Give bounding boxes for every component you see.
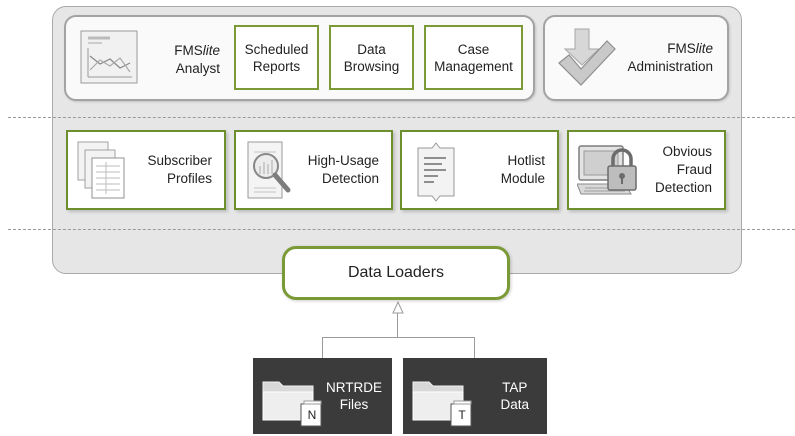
hotlist-line1: Hotlist: [507, 153, 545, 168]
documents-icon: [77, 141, 125, 199]
analyst-tile[interactable]: FMSlite Analyst: [78, 28, 228, 92]
tap-line2: Data: [500, 397, 529, 412]
obvious-fraud-detection-module[interactable]: Obvious Fraud Detection: [567, 130, 726, 210]
dashed-separator-lower: [8, 229, 795, 230]
subscriber-profiles-module[interactable]: Subscriber Profiles: [66, 130, 226, 210]
subscriber-profiles-line1: Subscriber: [147, 153, 212, 168]
tap-data-source[interactable]: T TAP Data: [403, 358, 547, 434]
high-usage-detection-module[interactable]: High-Usage Detection: [234, 130, 393, 210]
fraud-line3: Detection: [654, 180, 712, 195]
nrtrde-badge: N: [307, 407, 317, 422]
computer-lock-icon: [577, 145, 637, 195]
analyst-fms: FMS: [174, 43, 203, 58]
fraud-line2: Fraud: [676, 162, 712, 177]
magnifier-document-icon: [247, 141, 291, 199]
arrow-up-icon: [392, 301, 404, 314]
folder-icon: [262, 381, 322, 427]
analyst-label: Analyst: [175, 61, 220, 76]
subscriber-profiles-line2: Profiles: [166, 171, 212, 186]
case-management-line2: Management: [434, 58, 513, 74]
hotlist-document-icon: [417, 142, 455, 202]
data-browsing-line2: Browsing: [343, 58, 400, 74]
connector-right: [474, 337, 475, 358]
tap-line1: TAP: [502, 380, 528, 395]
connector-horizontal: [322, 337, 475, 338]
case-management-line1: Case: [457, 41, 490, 57]
high-usage-line2: Detection: [321, 171, 379, 186]
admin-fms: FMS: [667, 41, 696, 56]
nrtrde-files-source[interactable]: N NRTRDE Files: [253, 358, 392, 434]
hotlist-line2: Module: [500, 171, 545, 186]
scheduled-reports-line1: Scheduled: [244, 41, 309, 57]
connector-vertical: [397, 312, 398, 338]
analyst-lite: lite: [202, 43, 220, 58]
connector-left: [322, 337, 323, 358]
scheduled-reports-line2: Reports: [252, 58, 301, 74]
data-loaders-label: Data Loaders: [347, 264, 445, 281]
fraud-line1: Obvious: [662, 144, 712, 159]
data-loaders-box[interactable]: Data Loaders: [282, 246, 510, 300]
check-arrow-icon: [558, 28, 616, 86]
admin-lite: lite: [695, 41, 713, 56]
nrtrde-line1: NRTRDE: [325, 380, 382, 395]
hotlist-module[interactable]: Hotlist Module: [400, 130, 559, 210]
dashed-separator-upper: [8, 117, 795, 118]
chart-icon: [80, 30, 138, 84]
data-browsing-line1: Data: [357, 41, 386, 57]
administration-panel[interactable]: FMSlite Administration: [543, 15, 729, 101]
admin-label: Administration: [627, 59, 713, 74]
nrtrde-line2: Files: [339, 397, 369, 412]
tap-badge: T: [458, 407, 466, 422]
high-usage-line1: High-Usage: [307, 153, 379, 168]
folder-icon: [412, 381, 472, 427]
